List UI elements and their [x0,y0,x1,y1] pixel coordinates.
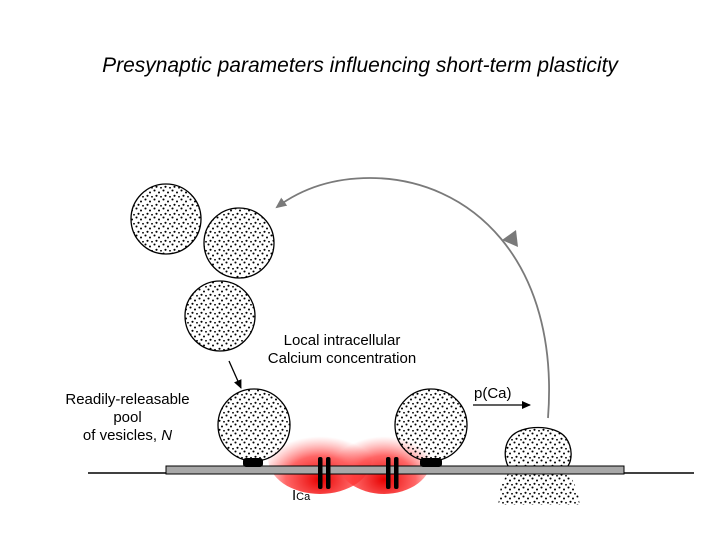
pool-label-line2: pool [113,409,142,426]
calcium-channel-right [386,457,399,489]
calcium-label-line2: Calcium concentration [267,350,417,367]
docking-arrow [228,360,242,389]
recycling-arrow [275,177,550,419]
recycling-arrowhead [502,230,518,247]
release-probability-label: p(Ca) [474,385,512,402]
slide-title: Presynaptic parameters influencing short… [102,54,618,77]
calcium-current-label: ICa [292,487,311,504]
vesicle-docked-left [217,388,291,462]
calcium-label: Local intracellular Calcium concentratio… [242,332,442,368]
released-content [498,474,580,505]
pool-label-line3: of vesicles, N [82,427,173,444]
vesicle-recycling-2 [203,207,275,279]
vesicle-docked-right [394,388,468,462]
pool-label: Readily-releasable pool of vesicles, N [40,391,215,445]
vesicle-recycling-3 [184,280,256,352]
calcium-label-line1: Local intracellular [283,332,401,349]
pool-variable: N [161,427,173,444]
pool-label-line1: Readily-releasable [65,391,190,408]
vesicle-recycling-1 [130,183,202,255]
vesicle-fusing [504,426,572,467]
calcium-channel-left [318,457,331,489]
